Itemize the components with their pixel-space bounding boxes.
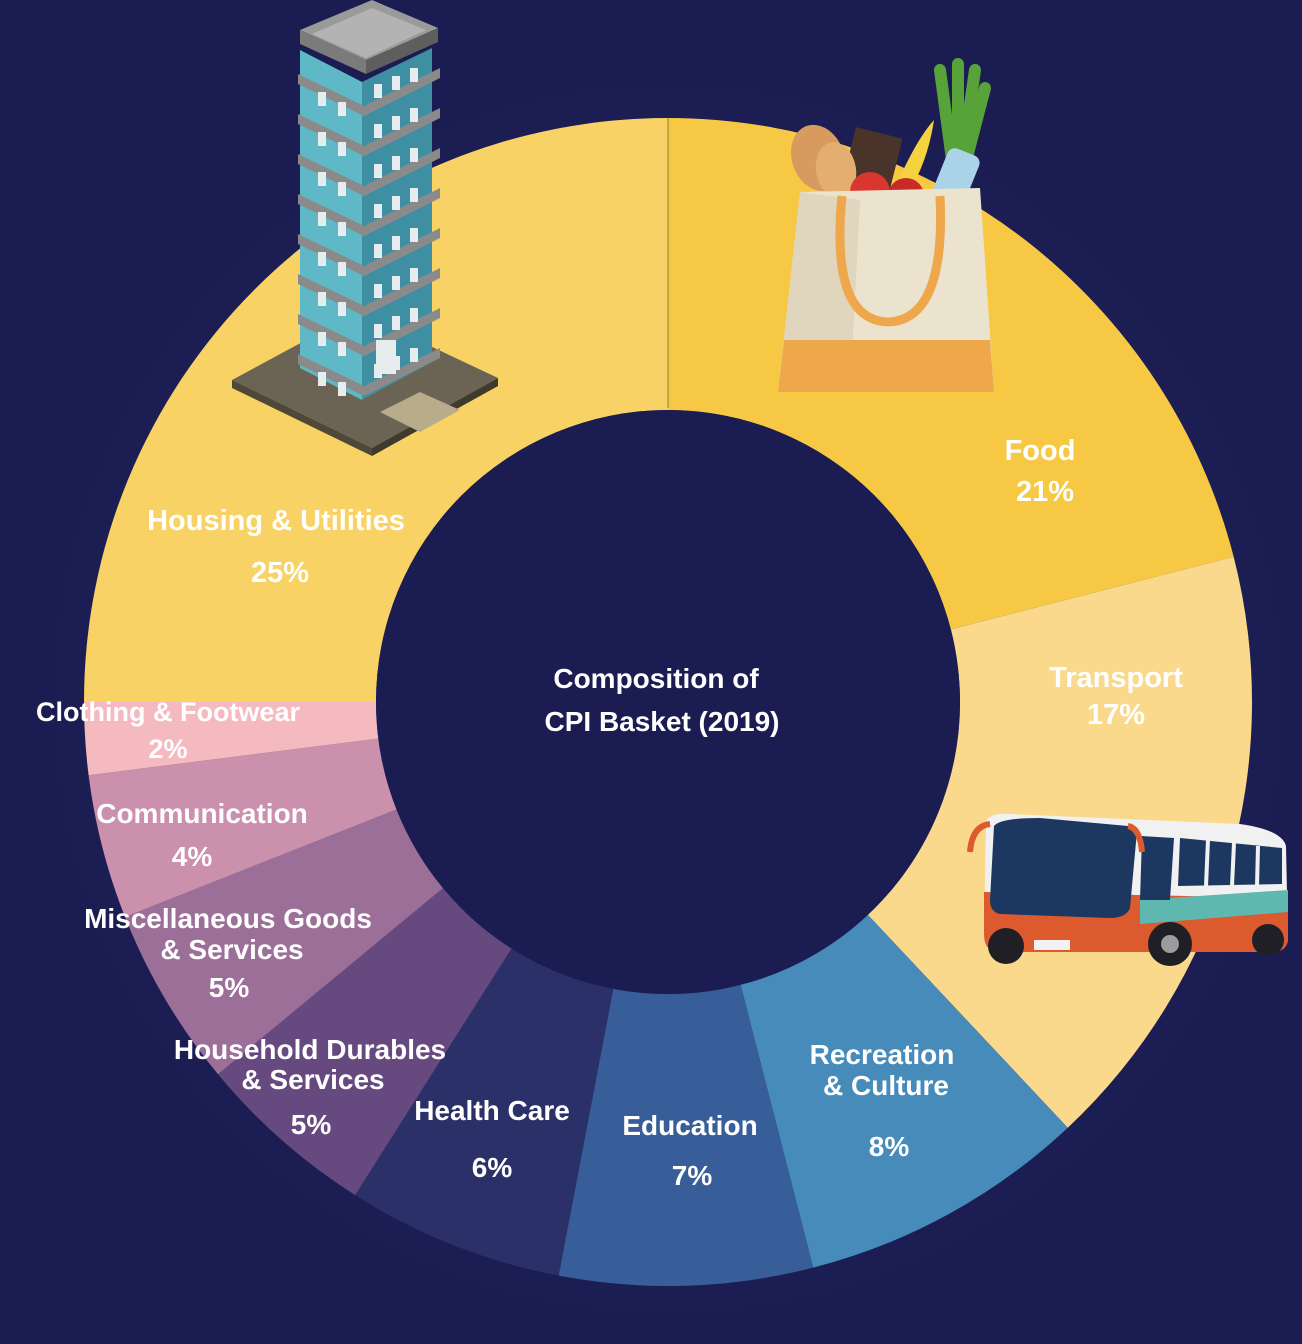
- value-health-care: 6%: [472, 1152, 513, 1183]
- grocery-bag-icon: [778, 58, 994, 392]
- value-education: 7%: [672, 1160, 713, 1191]
- slice-health: [355, 948, 614, 1276]
- label-food: Food: [1005, 435, 1076, 467]
- slice-misc: [125, 809, 444, 1075]
- label-clothing: Clothing & Footwear: [36, 697, 300, 727]
- value-misc: 5%: [209, 972, 250, 1003]
- slice-recreation: [740, 914, 1068, 1268]
- value-transport: 17%: [1087, 699, 1145, 731]
- label-health-care: Health Care: [414, 1095, 570, 1126]
- label-misc-line-1: Miscellaneous Goods: [84, 903, 372, 934]
- label-housing: Housing & Utilities: [147, 505, 405, 537]
- slice-education: [558, 984, 814, 1287]
- value-housing: 25%: [251, 557, 309, 589]
- value-household: 5%: [291, 1109, 332, 1140]
- slice-communication: [88, 738, 397, 917]
- label-transport: Transport: [1049, 662, 1183, 694]
- label-household-line-2: & Services: [241, 1064, 384, 1095]
- label-misc-line-2: & Services: [160, 934, 303, 965]
- label-recreation-line-2: & Culture: [823, 1070, 949, 1101]
- label-education: Education: [622, 1110, 757, 1141]
- value-communication: 4%: [172, 841, 213, 872]
- donut-hole: [376, 410, 960, 994]
- center-title-line-2: CPI Basket (2019): [544, 706, 779, 737]
- value-clothing: 2%: [148, 734, 187, 764]
- slice-household: [218, 888, 512, 1196]
- office-building-icon: [232, 0, 498, 456]
- value-food: 21%: [1016, 476, 1074, 508]
- slice-labels: Food 21% Transport 17% Recreation & Cult…: [36, 435, 1183, 1191]
- value-recreation: 8%: [869, 1131, 910, 1162]
- label-communication: Communication: [96, 798, 308, 829]
- slice-clothing: [84, 702, 379, 776]
- bus-icon: [967, 813, 1288, 966]
- center-title-line-1: Composition of: [553, 663, 759, 694]
- label-recreation-line-1: Recreation: [810, 1039, 955, 1070]
- label-household-line-1: Household Durables: [174, 1034, 446, 1065]
